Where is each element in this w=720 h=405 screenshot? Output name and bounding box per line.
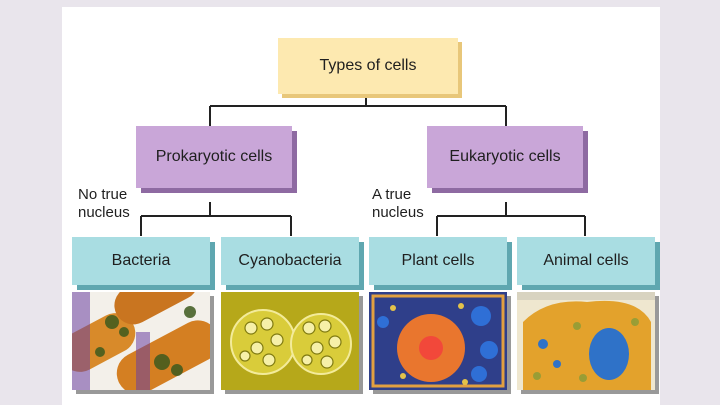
bacteria-image bbox=[72, 292, 210, 390]
eukaryotic-node: Eukaryotic cells bbox=[427, 126, 583, 188]
eukaryotic-note-line-2: nucleus bbox=[372, 204, 424, 221]
prokaryotic-note-line-2: nucleus bbox=[78, 204, 130, 221]
animal-cells-label: Animal cells bbox=[543, 252, 629, 269]
prokaryotic-note-line-1: No true bbox=[78, 186, 128, 203]
bacteria-node: Bacteria bbox=[72, 237, 210, 285]
eukaryotic-label: Eukaryotic cells bbox=[449, 148, 561, 165]
cyanobacteria-node: Cyanobacteria bbox=[221, 237, 359, 285]
eukaryotic-note: A true nucleus bbox=[372, 186, 424, 222]
plant-cells-node: Plant cells bbox=[369, 237, 507, 285]
eukaryotic-note-line-1: A true bbox=[372, 186, 412, 203]
prokaryotic-note: No true nucleus bbox=[78, 186, 130, 222]
prokaryotic-node: Prokaryotic cells bbox=[136, 126, 292, 188]
animal-cells-node: Animal cells bbox=[517, 237, 655, 285]
plant-cells-label: Plant cells bbox=[401, 252, 475, 269]
cyanobacteria-label: Cyanobacteria bbox=[238, 252, 342, 269]
animal-cell-image bbox=[517, 292, 655, 390]
bacteria-label: Bacteria bbox=[111, 252, 171, 269]
plant-cell-image bbox=[369, 292, 507, 390]
prokaryotic-label: Prokaryotic cells bbox=[155, 148, 273, 165]
root-label: Types of cells bbox=[319, 57, 417, 74]
cyanobacteria-image bbox=[221, 292, 359, 390]
root-node: Types of cells bbox=[278, 38, 458, 94]
